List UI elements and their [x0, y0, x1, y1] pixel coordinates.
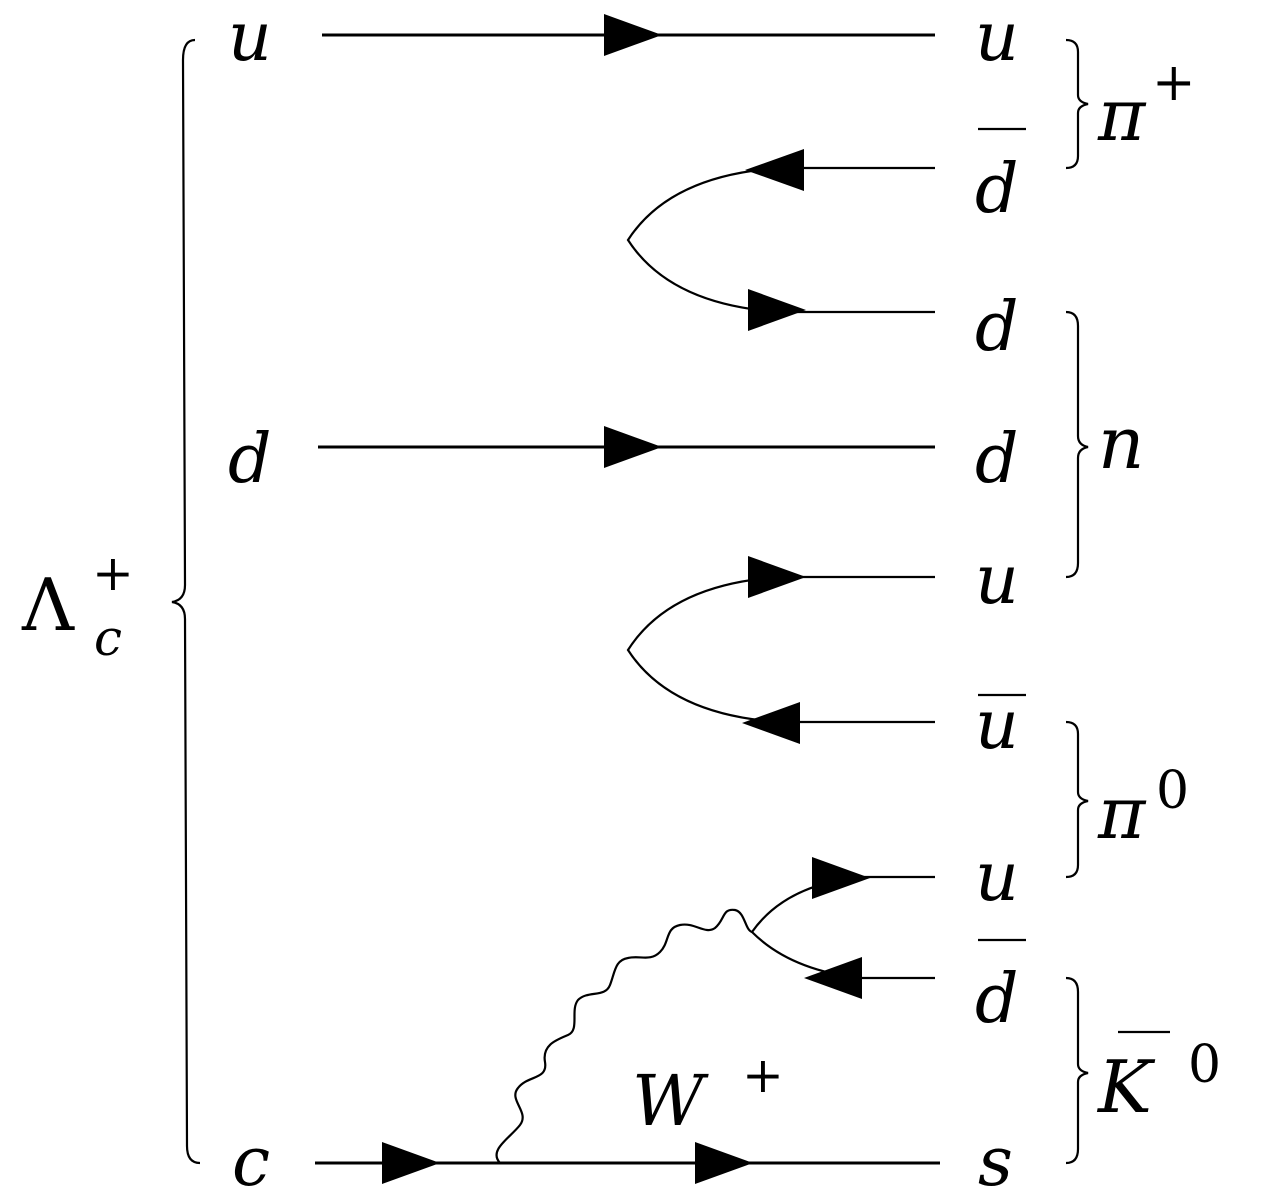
middle-antiquark-arrow	[742, 702, 800, 744]
hadron-neutron-symbol: n	[1098, 401, 1144, 485]
parent-superscript: +	[92, 544, 134, 602]
parent-brace	[171, 38, 201, 1165]
final-quark-d-2: d	[975, 420, 1019, 499]
initial-quark-c: c	[232, 1123, 270, 1202]
final-quark-u-3: u	[975, 838, 1019, 917]
parent-baryon-label: Λ c +	[21, 544, 134, 667]
parent-subscript: c	[94, 609, 122, 667]
w-decay-antiquark-arrow	[804, 957, 862, 999]
initial-quark-u: u	[228, 0, 272, 77]
upper-pair-vertex-lines	[626, 166, 935, 314]
final-quark-dbar-1: d	[975, 150, 1019, 229]
kaon-brace	[1065, 976, 1089, 1165]
w-decay-vertex-lines	[750, 875, 935, 980]
w-boson-propagator	[495, 908, 753, 1164]
upper-quark-arrow	[748, 289, 806, 331]
hadron-kaon-symbol: K	[1096, 1045, 1156, 1129]
w-decay-quark-arrow	[812, 857, 870, 899]
c-line-arrow	[382, 1142, 440, 1184]
final-quark-d-1: d	[975, 288, 1019, 367]
pi-zero-brace	[1065, 720, 1089, 879]
final-quark-ubar: u	[975, 686, 1019, 765]
hadron-pi-plus-symbol: π	[1097, 73, 1147, 157]
hadron-kaon-superscript: 0	[1188, 1035, 1221, 1095]
final-quark-u-2: u	[975, 541, 1019, 620]
middle-pair-vertex-lines	[626, 575, 935, 724]
d-line-arrow	[604, 426, 662, 468]
u-line-arrow	[604, 14, 662, 56]
final-quark-u-1: u	[975, 0, 1019, 77]
initial-quark-d: d	[228, 420, 272, 499]
final-quark-dbar-2: d	[975, 960, 1019, 1039]
hadron-pi-zero-superscript: 0	[1156, 761, 1189, 821]
w-boson-symbol: W	[632, 1060, 709, 1142]
final-quark-s: s	[978, 1123, 1013, 1202]
middle-quark-arrow	[748, 556, 806, 598]
parent-symbol: Λ	[21, 563, 75, 647]
neutron-brace	[1065, 310, 1089, 579]
s-line-arrow	[695, 1142, 753, 1184]
pi-plus-brace	[1065, 38, 1089, 170]
w-boson-superscript: +	[742, 1046, 784, 1104]
hadron-pi-plus-superscript: +	[1152, 53, 1196, 113]
upper-antiquark-arrow	[745, 149, 804, 191]
hadron-pi-zero-symbol: π	[1097, 771, 1147, 855]
